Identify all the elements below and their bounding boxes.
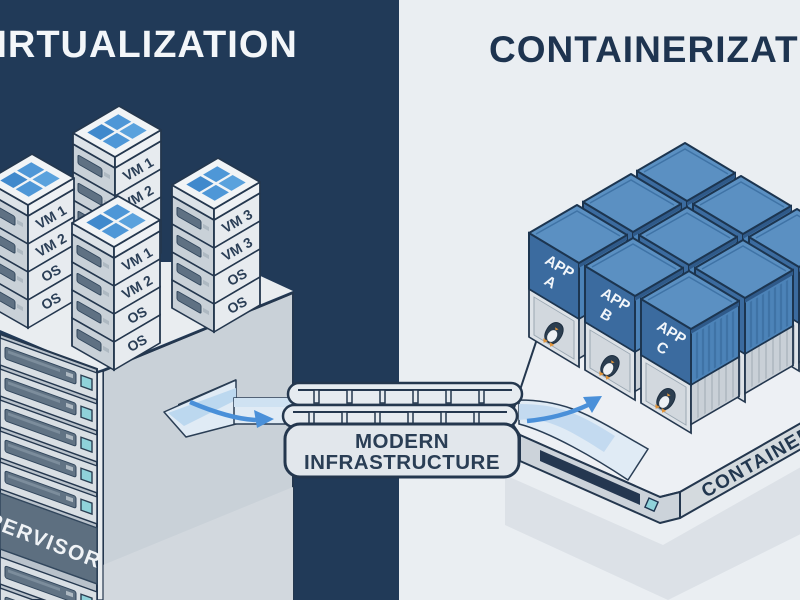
platform-front-right-face (679, 422, 800, 519)
platform-led (644, 497, 660, 513)
platform-shadow (505, 467, 800, 600)
modern-infrastructure-banner (283, 422, 521, 479)
containerization-title: CONTAINERIZATION (489, 29, 800, 70)
modern-infrastructure-bridge: MODERN INFRASTRUCTURE (281, 381, 524, 479)
vm-stack-front-center: VM 1 VM 2 OS OS (71, 196, 161, 371)
banner-line-1: MODERN (355, 430, 449, 453)
bridge-rail-back (286, 381, 524, 407)
flow-arrow-left-icon (189, 399, 274, 428)
hypervisor-tower: HYPERVISOR (0, 332, 105, 600)
vm-stack-right: VM 3 VM 3 OS OS (171, 158, 261, 333)
banner-line-2: INFRASTRUCTURE (304, 451, 500, 474)
vm-stack-back-left: VM 1 VM 2 OS OS (0, 154, 75, 329)
flow-arrow-right-icon (526, 396, 602, 424)
hypervisor-band (0, 491, 98, 585)
pedestal-shade (103, 487, 293, 600)
virtualization-title: VIRTUALIZATION (0, 24, 298, 66)
platform-slot (540, 450, 640, 505)
flow-ribbon-right-stripe (519, 404, 615, 452)
